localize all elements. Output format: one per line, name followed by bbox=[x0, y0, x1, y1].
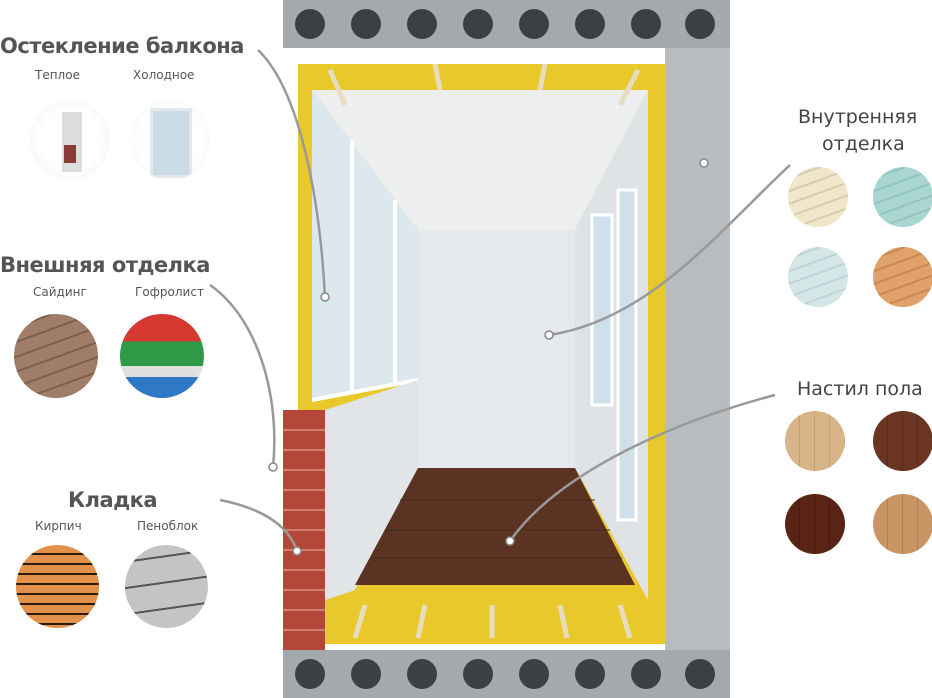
cold-glazing-image[interactable] bbox=[130, 100, 210, 180]
top-slab bbox=[283, 0, 730, 48]
floor-title: Настил пола bbox=[797, 378, 923, 400]
bottom-slab bbox=[283, 650, 730, 698]
interior-title-line2: отделка bbox=[822, 133, 905, 155]
ceiling bbox=[312, 90, 648, 230]
floor-option-light-oak[interactable] bbox=[785, 411, 845, 471]
floor bbox=[355, 468, 635, 585]
floor-option-dark[interactable] bbox=[785, 494, 845, 554]
glazing-warm-label: Теплое bbox=[35, 68, 80, 82]
slab-holes-top bbox=[295, 9, 715, 39]
leader-lines bbox=[209, 49, 791, 552]
siding-image[interactable] bbox=[14, 314, 98, 398]
glazing bbox=[312, 90, 418, 400]
concrete-wall bbox=[665, 48, 730, 650]
masonry-brick-label: Кирпич bbox=[35, 519, 82, 533]
masonry-title: Кладка bbox=[68, 488, 158, 512]
interior-option-wood[interactable] bbox=[873, 247, 932, 307]
warm-glazing-image[interactable] bbox=[30, 100, 110, 180]
interior-title-line1: Внутренняя bbox=[798, 106, 918, 128]
masonry-foamblock-label: Пеноблок bbox=[137, 519, 199, 533]
glazing-cold-label: Холодное bbox=[133, 68, 195, 82]
interior-option-mint[interactable] bbox=[873, 167, 932, 227]
interior-option-cream[interactable] bbox=[788, 167, 848, 227]
leader-dots bbox=[268, 158, 709, 556]
brick-image[interactable] bbox=[16, 545, 99, 628]
foamblock-image[interactable] bbox=[125, 545, 208, 628]
exterior-siding-label: Сайдинг bbox=[33, 285, 87, 299]
glazing-title: Остекление балкона bbox=[0, 34, 244, 58]
exterior-profiled-label: Гофролист bbox=[135, 285, 204, 299]
slab-holes-bottom bbox=[295, 659, 715, 689]
profiled-sheet-image[interactable] bbox=[120, 314, 204, 398]
floor-option-walnut[interactable] bbox=[873, 411, 932, 471]
floor-option-honey[interactable] bbox=[873, 494, 932, 554]
interior-option-light-blue[interactable] bbox=[788, 247, 848, 307]
exterior-title: Внешняя отделка bbox=[0, 253, 210, 277]
back-wall bbox=[418, 230, 575, 468]
